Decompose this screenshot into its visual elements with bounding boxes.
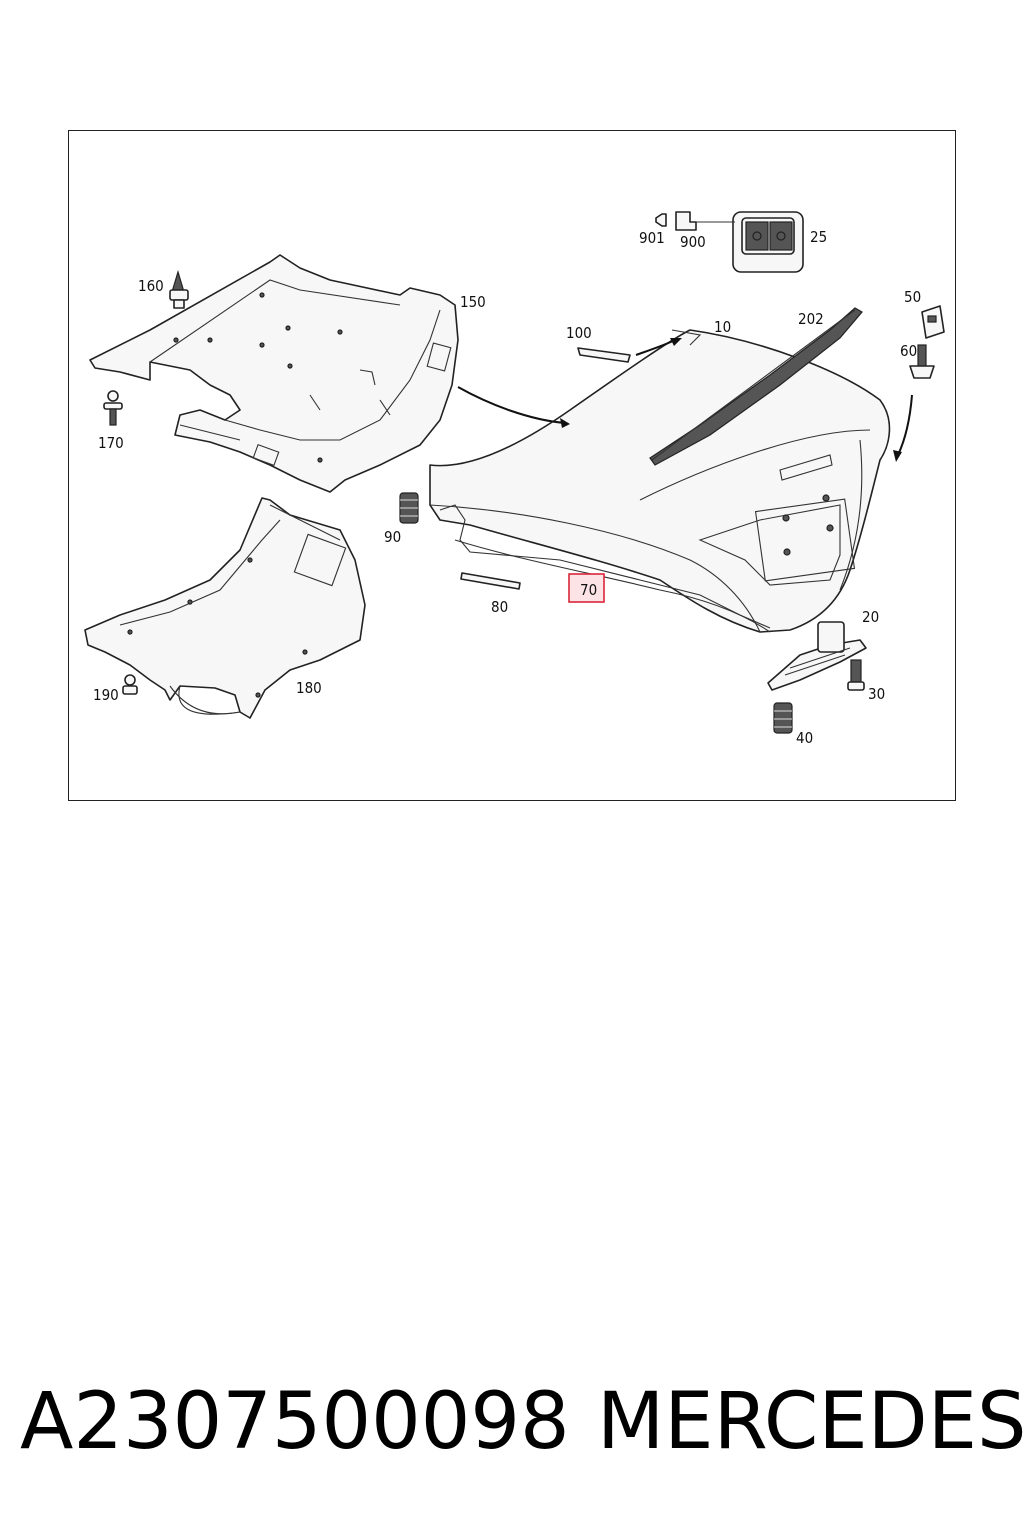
callout-20[interactable]: 20 <box>862 608 879 626</box>
trunk-inner-panel-150[interactable] <box>89 254 459 493</box>
footer: A2307500098 MERCEDES <box>0 1372 1024 1472</box>
lock-20[interactable] <box>767 621 867 691</box>
cap-50[interactable] <box>921 305 945 339</box>
callout-10[interactable]: 10 <box>714 318 731 336</box>
screw-190[interactable] <box>122 674 138 695</box>
callout-900[interactable]: 900 <box>680 233 706 251</box>
callout-170[interactable]: 170 <box>98 434 124 452</box>
seal-strip-80[interactable] <box>460 572 521 590</box>
clip-160[interactable] <box>169 269 189 309</box>
screw-170[interactable] <box>103 390 123 426</box>
pin-901[interactable] <box>655 213 667 227</box>
callout-70[interactable]: 70 <box>580 581 597 599</box>
callout-25[interactable]: 25 <box>810 228 827 246</box>
screw-60[interactable] <box>909 344 935 379</box>
callout-60[interactable]: 60 <box>900 342 917 360</box>
rubber-buffer-40[interactable] <box>773 702 793 734</box>
seal-70[interactable] <box>454 539 771 633</box>
spoiler-strip-202[interactable] <box>649 307 863 466</box>
part-number: A2307500098 <box>20 1377 570 1467</box>
callout-160[interactable]: 160 <box>138 277 164 295</box>
callout-80[interactable]: 80 <box>491 598 508 616</box>
callout-70-highlight[interactable]: 70 <box>568 573 605 603</box>
callout-50[interactable]: 50 <box>904 288 921 306</box>
connector-900[interactable] <box>675 211 697 231</box>
callout-180[interactable]: 180 <box>296 679 322 697</box>
callout-202[interactable]: 202 <box>798 310 824 328</box>
diagram-frame <box>68 130 956 801</box>
trunk-lid-10[interactable] <box>429 329 891 633</box>
assembly-arrows <box>457 338 913 462</box>
callout-30[interactable]: 30 <box>868 685 885 703</box>
inner-lining-180[interactable] <box>84 497 366 719</box>
switch-25[interactable] <box>696 211 804 273</box>
callout-901[interactable]: 901 <box>639 229 665 247</box>
trim-piece-100[interactable] <box>577 347 631 363</box>
callout-40[interactable]: 40 <box>796 729 813 747</box>
callout-190[interactable]: 190 <box>93 686 119 704</box>
rubber-buffer-90[interactable] <box>399 492 419 524</box>
brand-name: MERCEDES <box>597 1377 1024 1467</box>
callout-150[interactable]: 150 <box>460 293 486 311</box>
bolt-30[interactable] <box>847 659 865 691</box>
callout-90[interactable]: 90 <box>384 528 401 546</box>
callout-100[interactable]: 100 <box>566 324 592 342</box>
